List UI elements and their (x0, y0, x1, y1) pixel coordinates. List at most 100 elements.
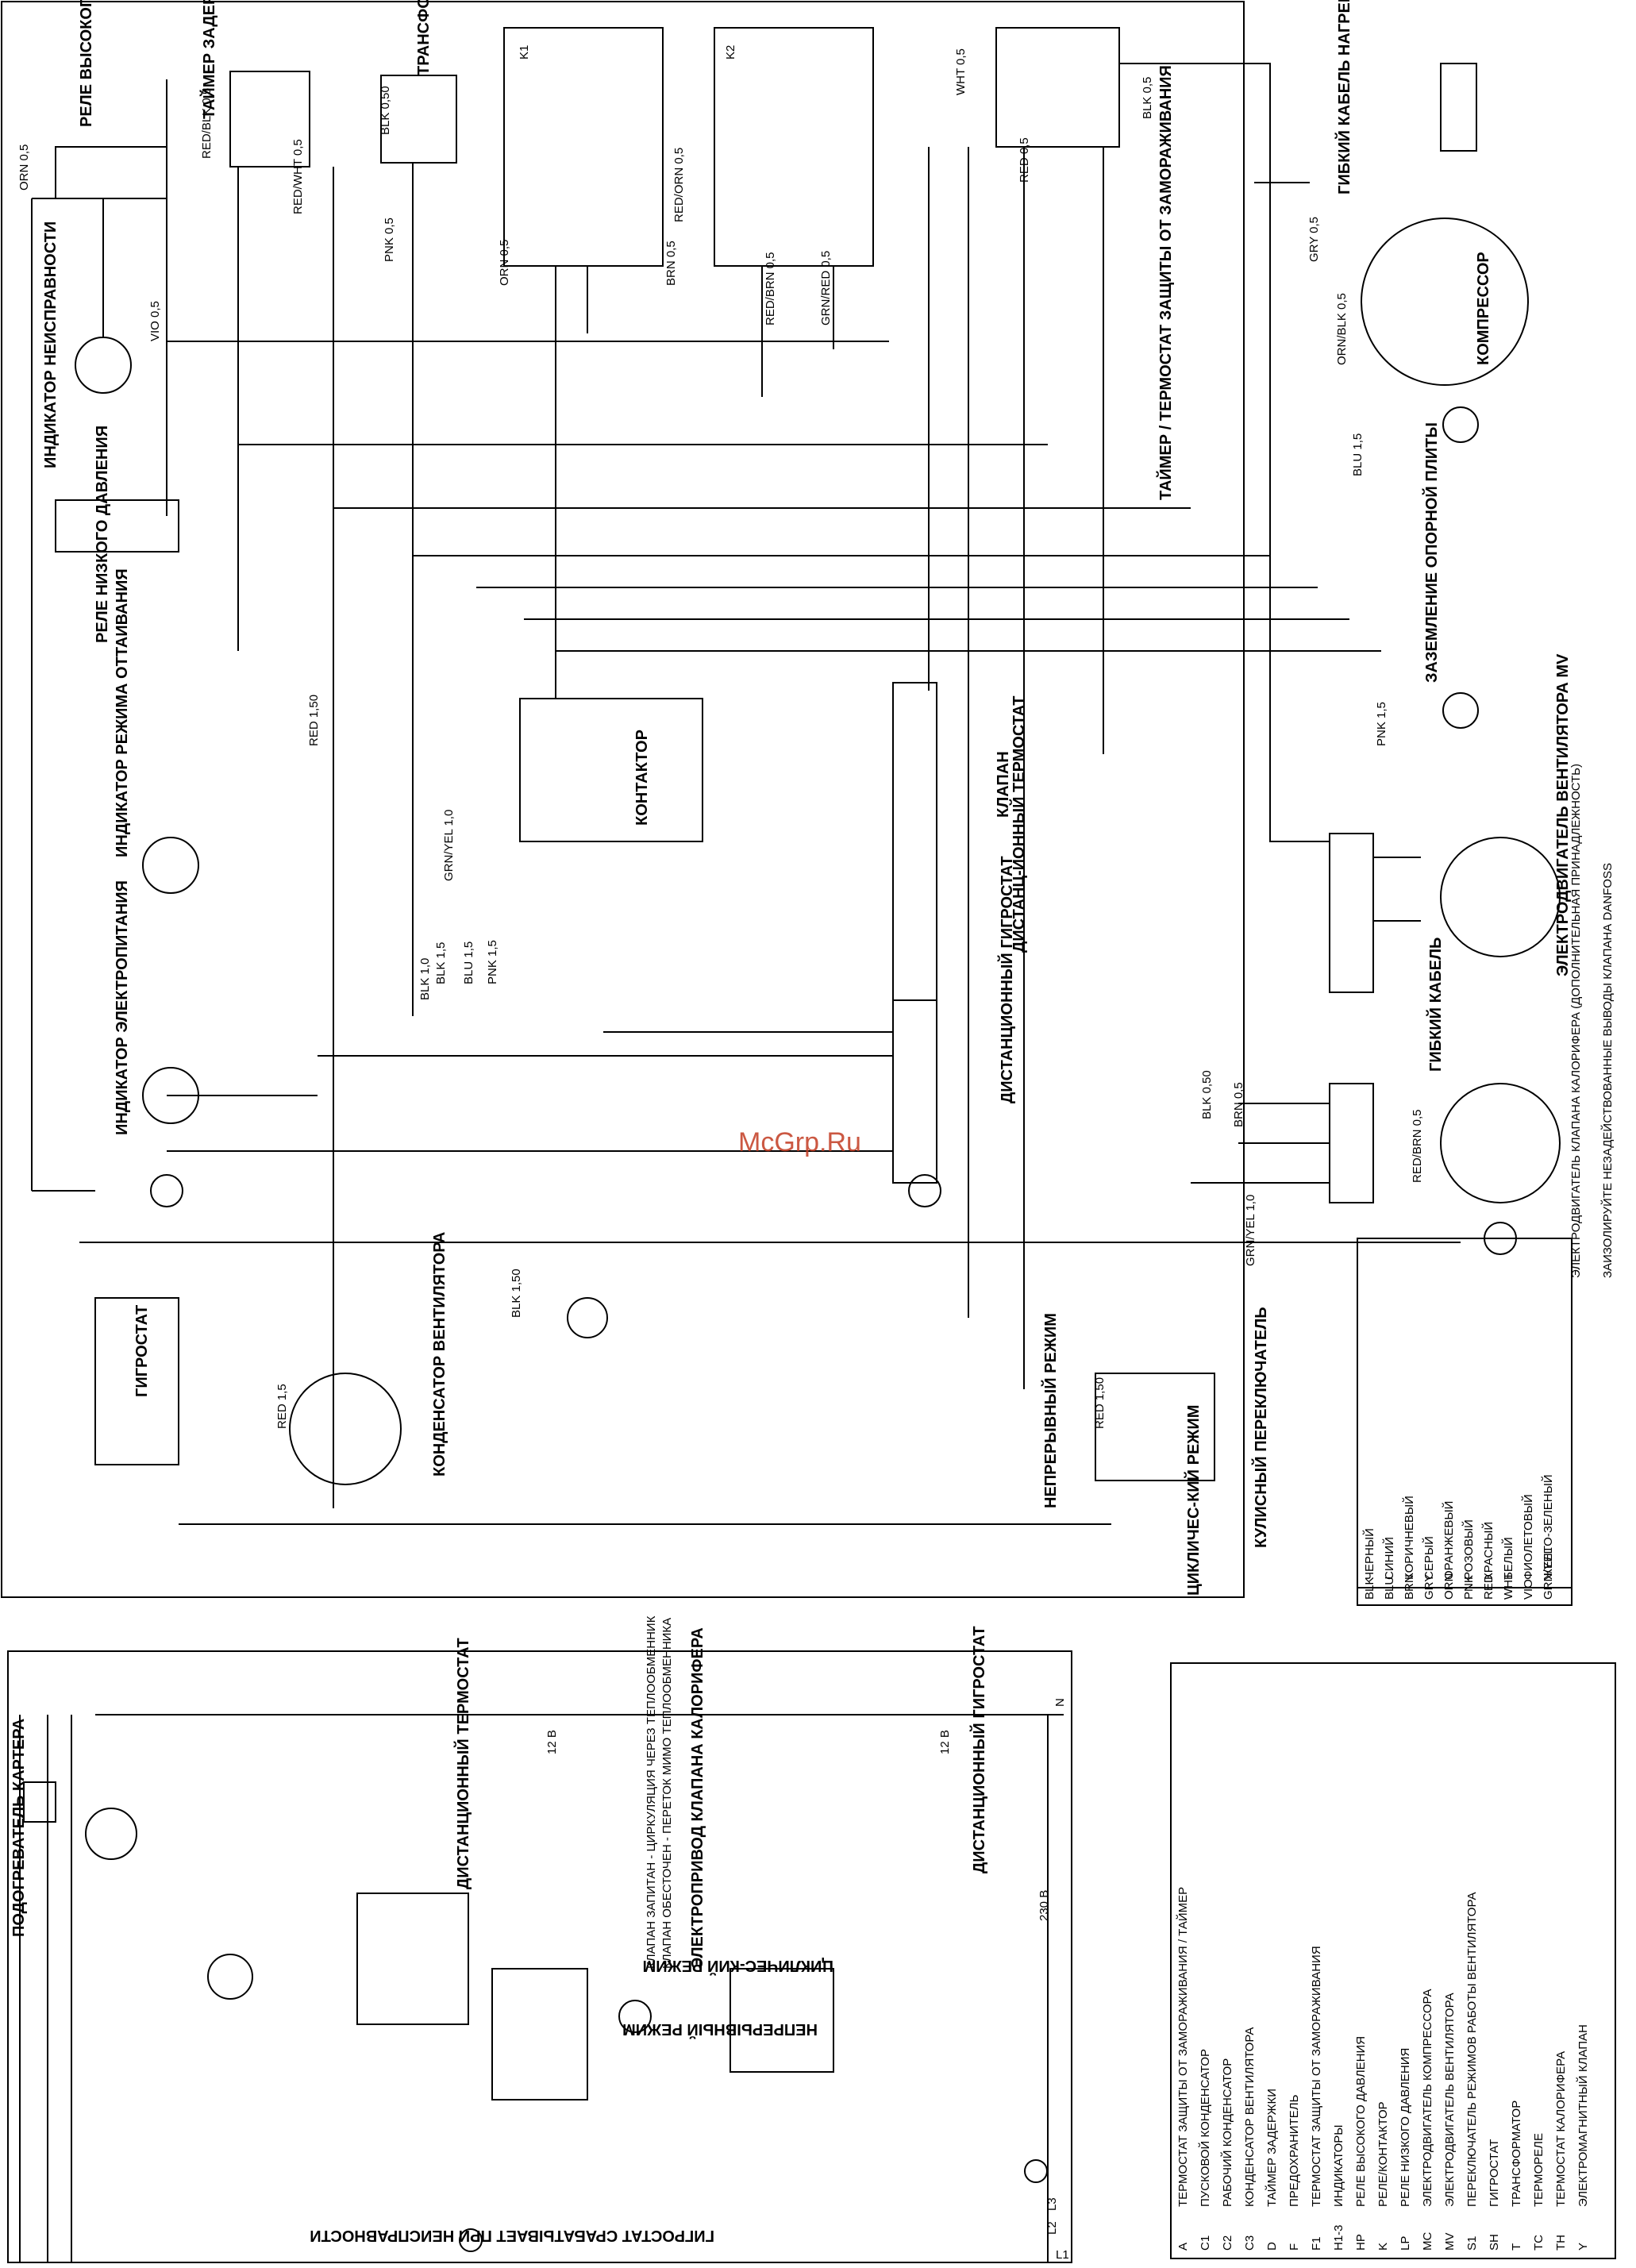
wire-label: ORN/BLK 0,5 (1335, 293, 1349, 365)
legend-name: ПРЕДОХРАНИТЕЛЬ (1288, 2094, 1301, 2207)
legend-code: S1 (1465, 2236, 1479, 2251)
hygrostat-fault-label: ГИГРОСТАТ СРАБАТЫВАЕТ ПРИ НЕИСПРАВНОСТИ (310, 2227, 714, 2244)
heater-cable-label: ГИБКИЙ КАБЕЛЬ НАГРЕВАТЕЛЯ (1334, 0, 1353, 194)
color-name: СЕРЫЙ (1422, 1536, 1436, 1580)
fan-terminal-block (1329, 833, 1374, 993)
heater-element (1440, 63, 1477, 152)
k1-schematic-box (729, 1968, 834, 2073)
legend-code: MC (1421, 2232, 1434, 2251)
legend-code: K (1376, 2243, 1390, 2251)
wire-label: WHT 0,5 (954, 48, 968, 95)
compressor-motor (1361, 218, 1529, 386)
crankcase-heater-symbol (23, 1781, 56, 1823)
legend-name: РЕЛЕ ВЫСОКОГО ДАВЛЕНИЯ (1354, 2036, 1368, 2207)
color-name: ЧЕРНЫЙ (1362, 1528, 1376, 1580)
legend-code: SH (1488, 2234, 1501, 2251)
wire-label: BLK 0,5 (1141, 77, 1154, 119)
wiring-frame (1, 1, 1245, 1598)
k2-label: K2 (724, 45, 737, 60)
k2-relay-box (714, 27, 874, 267)
power-indicator-label: ИНДИКАТОР ЭЛЕКТРОПИТАНИЯ (114, 880, 131, 1135)
color-code: BLU (1383, 1577, 1396, 1600)
contactor-label: КОНТАКТОР (633, 730, 651, 826)
legend-table (1170, 1662, 1616, 2259)
wire-label: RED 1,5 (275, 1384, 289, 1429)
schematic-frame (7, 1650, 1072, 2263)
legend-code: F (1288, 2243, 1301, 2251)
valve-motor (1440, 1083, 1561, 1203)
legend-name: ТЕРМОСТАТ КАЛОРИФЕРА (1554, 2051, 1568, 2207)
legend-name: ТЕРМОРЕЛЕ (1532, 2133, 1546, 2207)
flex-cable-label: ГИБКИЙ КАБЕЛЬ (1426, 938, 1445, 1072)
remote-hygrostat-label: ДИСТАНЦИОННЫЙ ГИГРОСТАТ (997, 856, 1016, 1103)
legend-name: КОНДЕНСАТОР ВЕНТИЛЯТОРА (1243, 2027, 1257, 2207)
k1-label: K1 (518, 45, 531, 60)
schematic-cyclic-label: ЦИКЛИЧЕС-КИЙ РЕЖИМ (643, 1957, 833, 1976)
legend-code: C2 (1221, 2235, 1234, 2251)
wire-label: RED 0,5 (1018, 137, 1031, 183)
legend-name: РЕЛЕ/КОНТАКТОР (1376, 2101, 1390, 2207)
terminal-block-L (892, 999, 937, 1184)
transformer-box (380, 75, 457, 164)
legend-name: ПУСКОВОЙ КОНДЕНСАТОР (1198, 2049, 1212, 2207)
legend-name: ЭЛЕКТРОДВИГАТЕЛЬ КОМПРЕССОРА (1421, 1989, 1434, 2208)
remote-thermostat-label: ДИСТАНЦ-ИОННЫЙ ТЕРМОСТАТ (1009, 696, 1028, 953)
wire-label: RED 1,50 (1093, 1377, 1107, 1429)
cyclic-mode-label: ЦИКЛИЧЕС-КИЙ РЕЖИМ (1184, 1405, 1203, 1596)
h3-lamp-symbol (459, 2228, 483, 2252)
fan-motor (1440, 837, 1561, 957)
wire-label: GRN/YEL 1,0 (1244, 1195, 1257, 1266)
color-code: BRN (1403, 1574, 1416, 1600)
legend-name: ГИГРОСТАТ (1488, 2139, 1501, 2207)
remote-thermostat-strip (892, 682, 937, 1001)
fan-capacitor-label: КОНДЕНСАТОР ВЕНТИЛЯТОРА (431, 1232, 448, 1477)
plate-ground-icon (1442, 692, 1479, 729)
legend-name: РАБОЧИЙ КОНДЕНСАТОР (1220, 2058, 1234, 2207)
color-name: БЕЛЫЙ (1501, 1537, 1515, 1580)
valve-drive-label: ЭЛЕКТРОПРИВОД КЛАПАНА КАЛОРИФЕРА (689, 1627, 706, 1969)
valve-drive-motor-symbol (618, 2000, 652, 2033)
transformer-label: ТРАНСФОР-МАТОР (415, 0, 433, 75)
color-name: РОЗОВЫЙ (1461, 1519, 1476, 1580)
legend-code: HP (1354, 2234, 1368, 2251)
wire-label: GRN/RED 0,5 (819, 251, 833, 325)
fault-indicator-lamp (75, 337, 132, 394)
legend-name: ТЕРМОСТАТ ЗАЩИТЫ ОТ ЗАМОРАЖИВАНИЯ (1310, 1946, 1323, 2207)
valve-terminal-block (1329, 1083, 1374, 1203)
schematic-rails (19, 1714, 1064, 2262)
legend-code: D (1265, 2242, 1279, 2251)
color-code: VIO (1522, 1579, 1535, 1600)
wire-label: RED/WHT 0,5 (291, 139, 305, 214)
delay-timer-box (229, 71, 310, 168)
wire-label: ORN 0,5 (498, 240, 511, 286)
color-name: ЖЕЛТО-ЗЕЛЕНЫЙ (1541, 1474, 1555, 1580)
valve-motor-label: ЭЛЕКТРОДВИГАТЕЛЬ КЛАПАНА КАЛОРИФЕРА (ДОП… (1569, 764, 1583, 1278)
v12-label-a: 12 В (545, 1730, 559, 1754)
plate-ground-label: ЗАЗЕМЛЕНИЕ ОПОРНОЙ ПЛИТЫ (1422, 422, 1441, 683)
wire-label: RED/BRN 0,5 (1411, 1109, 1424, 1183)
legend-name: ПЕРЕКЛЮЧАТЕЛЬ РЕЖИМОВ РАБОТЫ ВЕНТИЛЯТОРА (1465, 1893, 1479, 2207)
legend-code: H1-3 (1332, 2224, 1345, 2251)
wire-label: RED 1,50 (307, 695, 321, 746)
legend-code: MV (1443, 2233, 1457, 2251)
defrost-indicator-label: ИНДИКАТОР РЕЖИМА ОТТАИВАНИЯ (114, 568, 131, 857)
high-pressure-relay-box (55, 146, 167, 199)
danfoss-note: ЗАИЗОЛИРУЙТЕ НЕЗАДЕЙСТВОВАННЫЕ ВЫВОДЫ КЛ… (1600, 863, 1615, 1278)
valve-coil-symbol (567, 1297, 608, 1338)
hygrostat-box (94, 1297, 179, 1465)
rocker-switch-box (1095, 1373, 1215, 1481)
defrost-timer-box (995, 27, 1120, 148)
color-code: ORN (1442, 1573, 1456, 1600)
legend-code: TH (1554, 2235, 1568, 2251)
defrost-indicator-lamp (142, 837, 199, 894)
low-pressure-relay-label: РЕЛЕ НИЗКОГО ДАВЛЕНИЯ (94, 425, 111, 643)
legend-name: ЭЛЕКТРОДВИГАТЕЛЬ ВЕНТИЛЯТОРА (1443, 1993, 1457, 2207)
valve-note-1: КЛАПАН ЗАПИТАН - ЦИРКУЛЯЦИЯ ЧЕРЕЗ ТЕПЛОО… (645, 1615, 658, 1969)
legend-code: F1 (1310, 2236, 1323, 2251)
legend-name: ТАЙМЕР ЗАДЕРЖКИ (1265, 2089, 1279, 2207)
color-code: GRY (1422, 1574, 1436, 1600)
fan-capacitor (289, 1373, 402, 1485)
legend-name: ТЕРМОСТАТ ЗАЩИТЫ ОТ ЗАМОРАЖИВАНИЯ / ТАЙМ… (1176, 1887, 1190, 2207)
wire-label: PNK 0,5 (383, 218, 396, 262)
